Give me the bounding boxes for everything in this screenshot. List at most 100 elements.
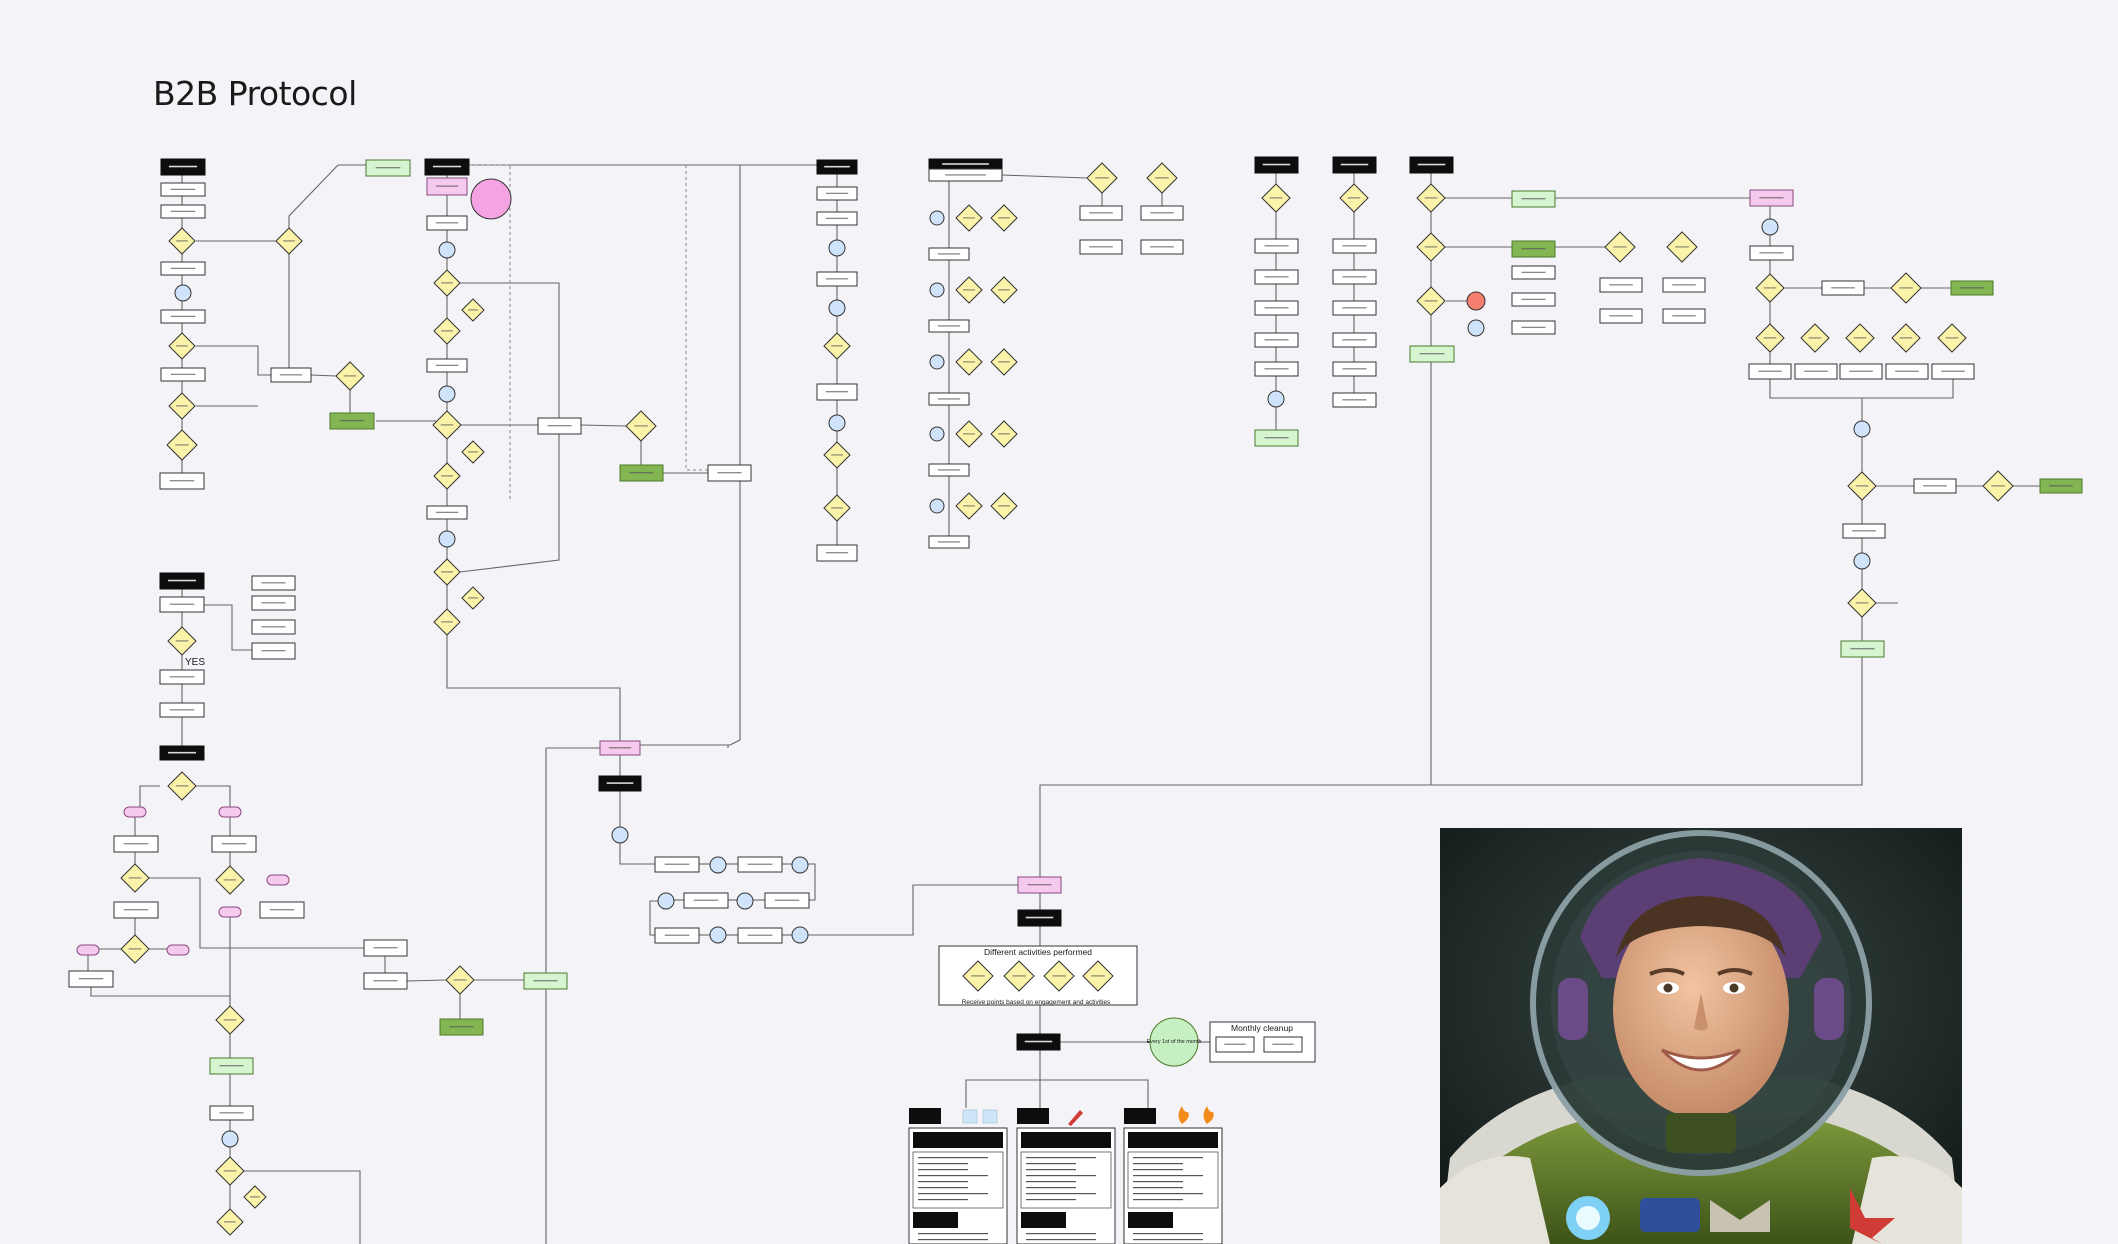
connector-node-26[interactable] <box>438 385 456 403</box>
node-text-mark <box>1759 197 1784 199</box>
connector-node-64[interactable] <box>929 354 945 370</box>
node-text-mark <box>1758 370 1782 372</box>
tier-text-mark <box>1133 1193 1203 1195</box>
connector-node-89[interactable] <box>1267 390 1285 408</box>
node-text-mark <box>1150 212 1174 214</box>
node-text-mark <box>1853 337 1867 339</box>
connector-node-60[interactable] <box>929 282 945 298</box>
tier-text-mark <box>1133 1175 1203 1177</box>
node-text-mark <box>261 650 286 652</box>
node-text-mark <box>1831 287 1855 289</box>
tier-header-0[interactable] <box>909 1108 941 1124</box>
monthly-trigger-circle[interactable] <box>1149 1017 1199 1067</box>
node-text-mark <box>1150 246 1174 248</box>
connector-node-183[interactable] <box>791 856 809 874</box>
node-text-mark <box>1264 245 1289 247</box>
tier-text-mark <box>1133 1157 1203 1159</box>
connector-node-103[interactable] <box>1466 291 1486 311</box>
node-text-mark <box>608 747 632 749</box>
node-text-mark <box>435 364 459 367</box>
node-text-mark <box>169 676 195 678</box>
connector-node-189[interactable] <box>709 926 727 944</box>
node-text-mark <box>1342 399 1367 401</box>
node-text-mark <box>998 289 1010 291</box>
node-text-mark <box>435 511 459 514</box>
node-text-mark <box>533 980 558 982</box>
monthly-cleanup-label: Monthly cleanup <box>1231 1023 1293 1033</box>
node-text-mark <box>1089 212 1113 214</box>
tier-text-mark <box>1133 1233 1203 1235</box>
pill-node-160[interactable] <box>266 874 290 886</box>
connector-node-56[interactable] <box>929 210 945 226</box>
astronaut-portrait <box>1440 828 1962 1244</box>
tier-header-2[interactable] <box>1124 1108 1156 1124</box>
connector-node-181[interactable] <box>709 856 727 874</box>
node-text-mark <box>1024 1040 1053 1043</box>
node-text-mark <box>1089 246 1113 248</box>
node-text-mark <box>1342 339 1367 341</box>
connector-node-53[interactable] <box>611 826 629 844</box>
node-text-mark <box>1264 368 1289 370</box>
connector-node-118[interactable] <box>1761 218 1779 236</box>
node-text-mark <box>1945 337 1959 339</box>
pill-node-167[interactable] <box>218 906 242 918</box>
connector-node-68[interactable] <box>929 426 945 442</box>
node-text-mark <box>1609 315 1633 317</box>
node-text-mark <box>170 188 196 191</box>
node-text-mark <box>825 278 849 280</box>
node-text-mark <box>1991 485 2005 487</box>
connector-node-6[interactable] <box>174 284 192 302</box>
node-text-mark <box>250 1196 260 1198</box>
connector-node-176[interactable] <box>221 1130 239 1148</box>
node-text-mark <box>945 174 986 176</box>
connector-edge <box>1769 379 1954 399</box>
connector-edge <box>469 164 511 500</box>
connector-edge <box>271 254 290 376</box>
pill-node-164[interactable] <box>76 944 100 956</box>
connector-node-140[interactable] <box>1853 552 1871 570</box>
node-text-mark <box>1224 1043 1246 1045</box>
connector-node-191[interactable] <box>791 926 809 944</box>
pill-node-155[interactable] <box>218 806 242 818</box>
tier-subheader-0 <box>913 1212 958 1228</box>
node-text-mark <box>170 210 196 213</box>
connector-node-44[interactable] <box>828 299 846 317</box>
connector-node-186[interactable] <box>736 892 754 910</box>
node-text-mark <box>170 373 196 376</box>
node-text-mark <box>176 405 188 407</box>
connector-node-19[interactable] <box>470 178 512 220</box>
pill-node-165[interactable] <box>166 944 190 956</box>
connector-node-21[interactable] <box>438 241 456 259</box>
connector-edge <box>406 979 447 982</box>
connector-node-184[interactable] <box>657 892 675 910</box>
node-text-mark <box>937 469 961 471</box>
connector-node-72[interactable] <box>929 498 945 514</box>
node-text-mark <box>717 472 742 474</box>
node-text-mark <box>1521 198 1546 200</box>
node-text-mark <box>998 361 1010 363</box>
node-text-mark <box>339 420 365 422</box>
tier-header-1[interactable] <box>1017 1108 1049 1124</box>
node-text-mark <box>1025 916 1054 919</box>
node-text-mark <box>747 934 773 936</box>
node-text-mark <box>1424 197 1438 199</box>
connector-node-47[interactable] <box>828 414 846 432</box>
node-text-mark <box>1012 975 1026 977</box>
pill-node-154[interactable] <box>123 806 147 818</box>
node-text-mark <box>664 934 690 936</box>
node-text-mark <box>937 325 961 327</box>
tier-text-mark <box>918 1157 988 1159</box>
node-text-mark <box>176 345 188 347</box>
connector-node-134[interactable] <box>1853 420 1871 438</box>
tier-title-2 <box>1128 1132 1218 1148</box>
connector-node-104[interactable] <box>1467 319 1485 337</box>
yes-label: YES <box>185 657 205 668</box>
fire-icon <box>1178 1106 1189 1124</box>
fire-icon <box>1203 1106 1214 1124</box>
node-text-mark <box>1960 287 1984 289</box>
connector-node-31[interactable] <box>438 530 456 548</box>
node-text-mark <box>998 433 1010 435</box>
node-text-mark <box>78 978 104 980</box>
connector-node-42[interactable] <box>828 239 846 257</box>
